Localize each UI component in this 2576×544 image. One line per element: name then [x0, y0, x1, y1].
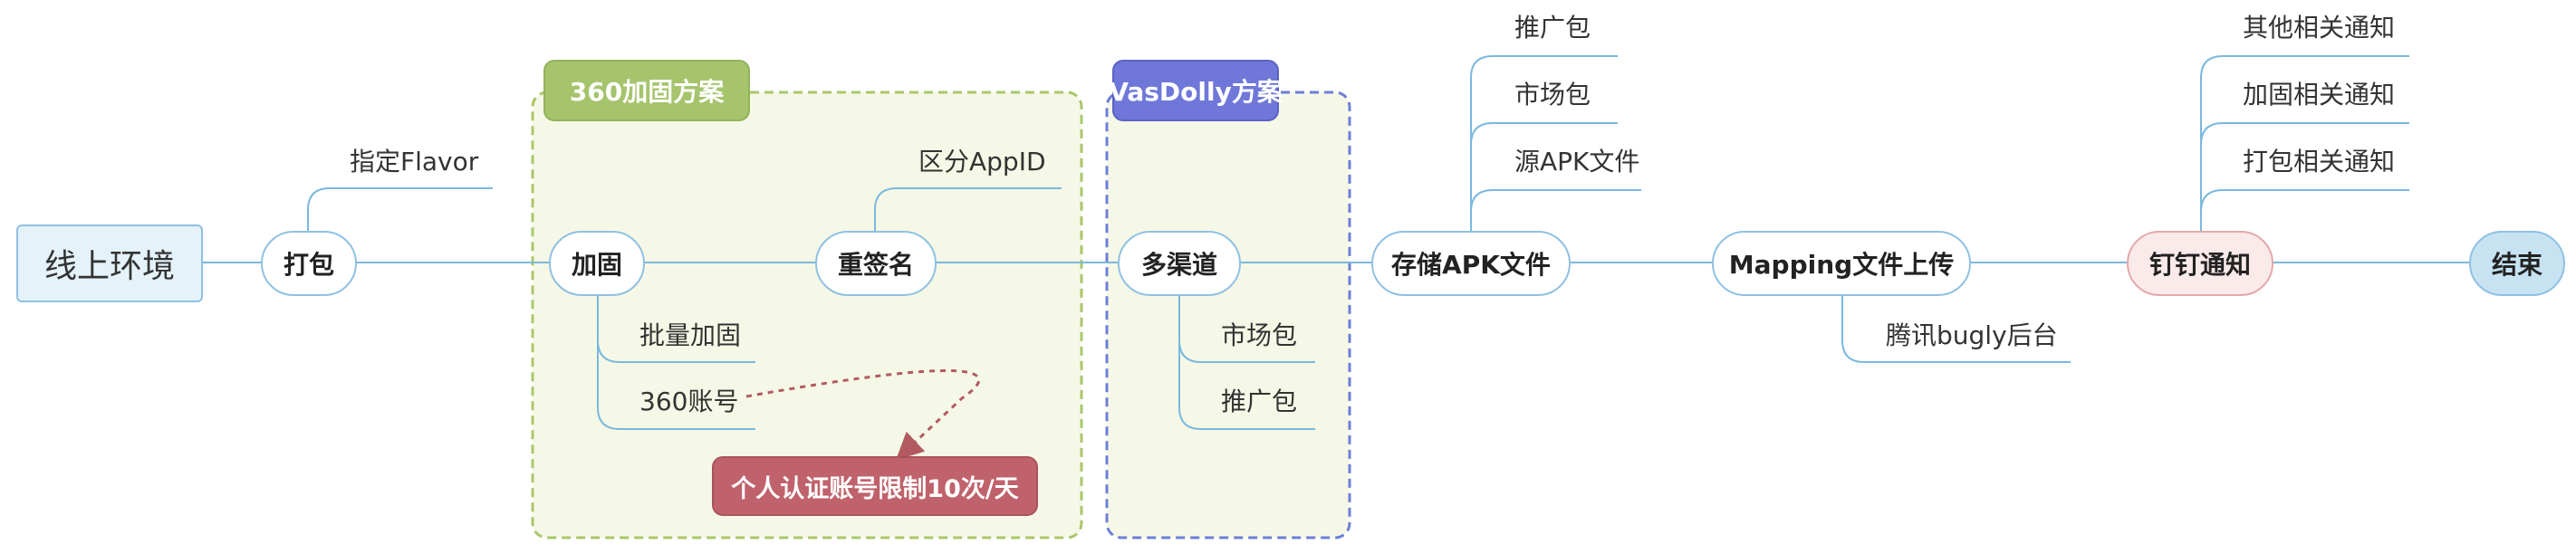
node-jiagu[interactable]: 加固 — [549, 231, 645, 296]
branch-label-flavor[interactable]: 指定Flavor — [350, 147, 479, 177]
group-360-title: 360加固方案 — [543, 60, 750, 121]
branch-mapping-bugly — [1841, 295, 2071, 363]
node-end[interactable]: 结束 — [2469, 231, 2565, 296]
node-dingding[interactable]: 钉钉通知 — [2127, 231, 2273, 296]
branch-label-cunchu-tuiguang[interactable]: 推广包 — [1514, 13, 1591, 43]
branch-label-jiagu-notice[interactable]: 加固相关通知 — [2243, 80, 2396, 110]
branch-label-bugly[interactable]: 腾讯bugly后台 — [1886, 320, 2058, 350]
branch-duoqudao-tuiguang — [1178, 295, 1315, 430]
branch-label-cunchu-shichang[interactable]: 市场包 — [1514, 80, 1591, 110]
group-vasdolly-title: VasDolly方案 — [1109, 60, 1283, 121]
branch-cunchu-yuanapk — [1470, 189, 1641, 231]
root-node[interactable]: 线上环境 — [16, 224, 203, 302]
branch-jiagu-360 — [597, 295, 755, 430]
branch-label-other-notice[interactable]: 其他相关通知 — [2243, 13, 2396, 43]
branch-dingding-other — [2200, 55, 2409, 231]
branch-label-cunchu-yuanapk[interactable]: 源APK文件 — [1514, 147, 1640, 177]
branch-dingding-dabao — [2200, 189, 2409, 231]
node-mapping[interactable]: Mapping文件上传 — [1712, 231, 1971, 296]
node-dabao[interactable]: 打包 — [261, 231, 357, 296]
group-360-frame — [531, 91, 1083, 539]
branch-label-dabao-notice[interactable]: 打包相关通知 — [2243, 147, 2396, 177]
node-chongqianming[interactable]: 重签名 — [815, 231, 937, 296]
warning-callout[interactable]: 个人认证账号限制10次/天 — [712, 456, 1038, 516]
branch-label-piliang-jiagu[interactable]: 批量加固 — [639, 320, 742, 350]
branch-cunchu-shichang — [1470, 122, 1618, 231]
branch-dabao-flavor — [307, 187, 493, 231]
branch-cunchu-tuiguang — [1470, 55, 1618, 231]
branch-chongqianming-appid — [874, 187, 1062, 231]
relation-arrow-360-to-warning — [745, 369, 981, 461]
branch-label-appid[interactable]: 区分AppID — [918, 147, 1046, 177]
node-cunchu[interactable]: 存储APK文件 — [1371, 231, 1571, 296]
branch-label-duoqudao-tuiguang[interactable]: 推广包 — [1221, 387, 1298, 416]
branch-label-360-account[interactable]: 360账号 — [639, 387, 739, 416]
node-duoqudao[interactable]: 多渠道 — [1118, 231, 1241, 296]
branch-dingding-jiagu — [2200, 122, 2409, 231]
branch-label-duoqudao-shichang[interactable]: 市场包 — [1221, 320, 1298, 350]
